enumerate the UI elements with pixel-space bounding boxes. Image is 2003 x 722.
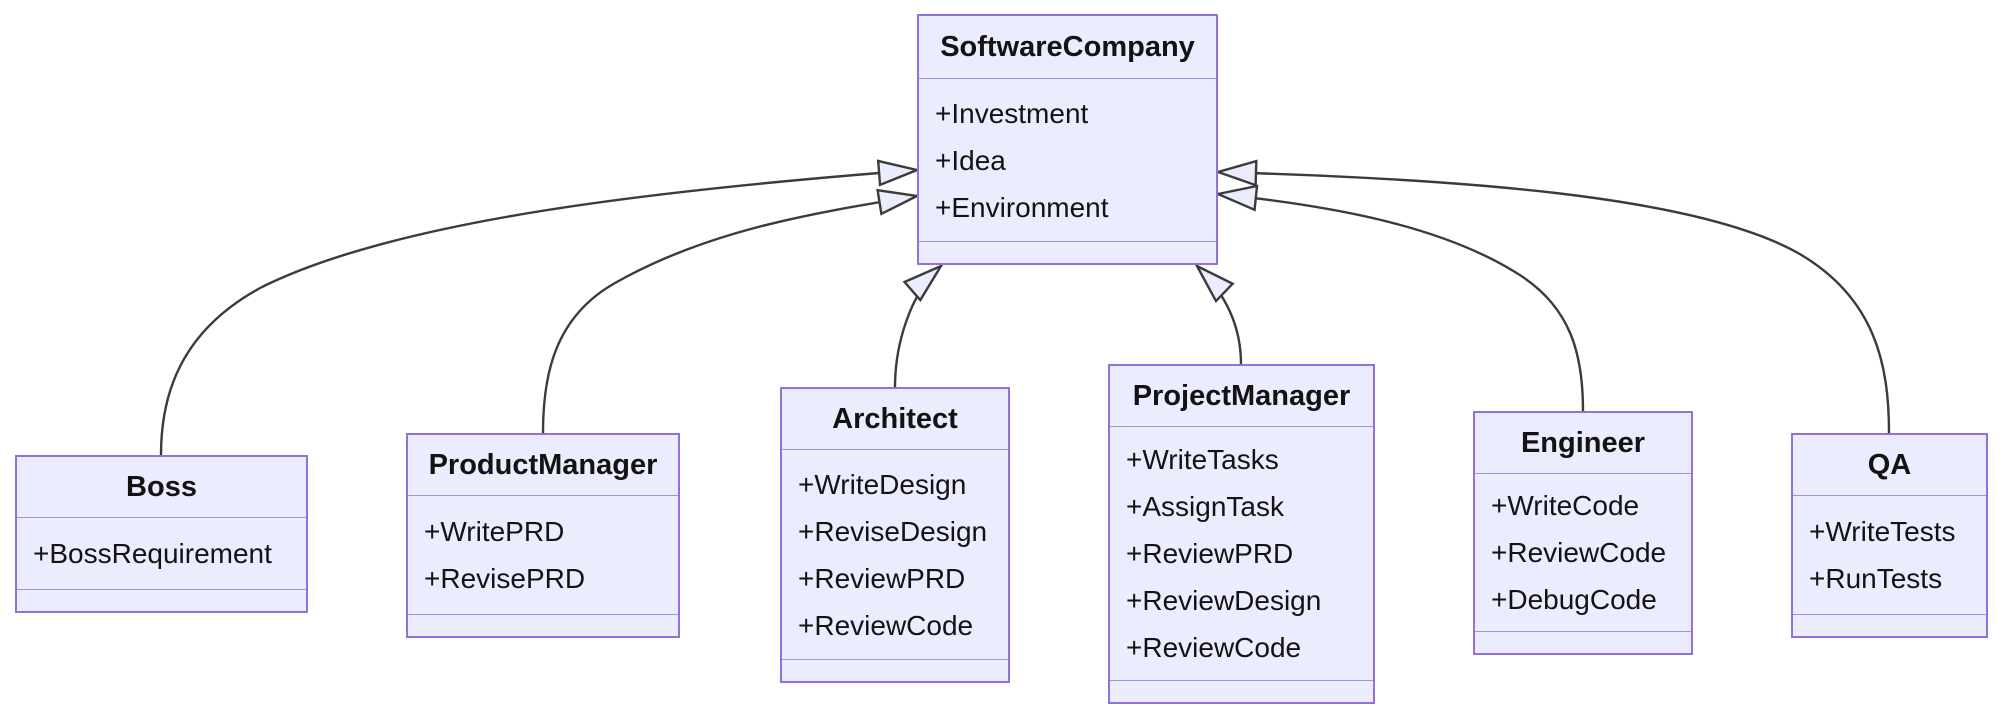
class-title: ProductManager bbox=[408, 435, 678, 496]
class-methods-empty bbox=[919, 241, 1216, 263]
edge-architect-inherits-softwarecompany bbox=[893, 263, 944, 388]
class-title: Engineer bbox=[1475, 413, 1691, 474]
class-title: ProjectManager bbox=[1110, 366, 1373, 427]
class-attributes: +WriteTasks +AssignTask +ReviewPRD +Revi… bbox=[1110, 427, 1373, 680]
class-node-engineer: Engineer +WriteCode +ReviewCode +DebugCo… bbox=[1473, 411, 1693, 655]
class-methods-empty bbox=[1110, 680, 1373, 702]
class-attribute: +Environment bbox=[935, 191, 1109, 223]
class-attribute: +BossRequirement bbox=[33, 538, 272, 569]
class-methods-empty bbox=[17, 589, 306, 611]
class-attribute: +WritePRD bbox=[424, 516, 565, 547]
edge-boss-inherits-softwarecompany bbox=[159, 159, 921, 456]
class-node-boss: Boss +BossRequirement bbox=[15, 455, 308, 613]
class-node-architect: Architect +WriteDesign +ReviseDesign +Re… bbox=[780, 387, 1010, 683]
class-title: QA bbox=[1793, 435, 1986, 496]
class-node-productmanager: ProductManager +WritePRD +RevisePRD bbox=[406, 433, 680, 638]
class-attribute: +ReviewCode bbox=[798, 609, 974, 641]
class-title: Boss bbox=[17, 457, 306, 518]
class-attributes: +WriteDesign +ReviseDesign +ReviewPRD +R… bbox=[782, 450, 1008, 659]
class-attributes: +BossRequirement bbox=[17, 518, 306, 589]
class-node-qa: QA +WriteTests +RunTests bbox=[1791, 433, 1988, 638]
class-attribute: +ReviewDesign bbox=[1126, 585, 1322, 616]
edge-projectmanager-inherits-softwarecompany bbox=[1194, 263, 1243, 365]
class-attribute: +ReviewPRD bbox=[798, 562, 966, 594]
class-attribute: +WriteCode bbox=[1491, 490, 1640, 521]
class-attribute: +WriteDesign bbox=[798, 468, 967, 500]
class-methods-empty bbox=[1475, 631, 1691, 653]
edge-productmanager-inherits-softwarecompany bbox=[541, 188, 921, 434]
class-attribute: +AssignTask bbox=[1126, 491, 1284, 522]
class-title: Architect bbox=[782, 389, 1008, 450]
class-attribute: +WriteTests bbox=[1809, 516, 1956, 547]
class-attribute: +RevisePRD bbox=[424, 563, 586, 594]
class-node-projectmanager: ProjectManager +WriteTasks +AssignTask +… bbox=[1108, 364, 1375, 704]
class-attribute: +RunTests bbox=[1809, 563, 1943, 594]
class-title: SoftwareCompany bbox=[919, 16, 1216, 79]
class-attribute: +ReviewCode bbox=[1491, 537, 1667, 568]
class-attributes: +WriteCode +ReviewCode +DebugCode bbox=[1475, 474, 1691, 631]
class-attribute: +DebugCode bbox=[1491, 584, 1657, 615]
class-attribute: +Investment bbox=[935, 97, 1089, 129]
class-attribute: +Idea bbox=[935, 144, 1006, 176]
edge-qa-inherits-softwarecompany bbox=[1214, 159, 1891, 434]
edge-engineer-inherits-softwarecompany bbox=[1214, 184, 1585, 412]
class-attribute: +ReviewCode bbox=[1126, 632, 1302, 663]
class-methods-empty bbox=[1793, 614, 1986, 636]
class-attributes: +WriteTests +RunTests bbox=[1793, 496, 1986, 614]
class-node-softwarecompany: SoftwareCompany +Investment +Idea +Envir… bbox=[917, 14, 1218, 265]
class-methods-empty bbox=[408, 614, 678, 636]
class-attribute: +ReviewPRD bbox=[1126, 538, 1294, 569]
class-attributes: +WritePRD +RevisePRD bbox=[408, 496, 678, 614]
class-attribute: +WriteTasks bbox=[1126, 444, 1279, 475]
class-attribute: +ReviseDesign bbox=[798, 515, 988, 547]
class-attributes: +Investment +Idea +Environment bbox=[919, 79, 1216, 241]
class-methods-empty bbox=[782, 659, 1008, 681]
